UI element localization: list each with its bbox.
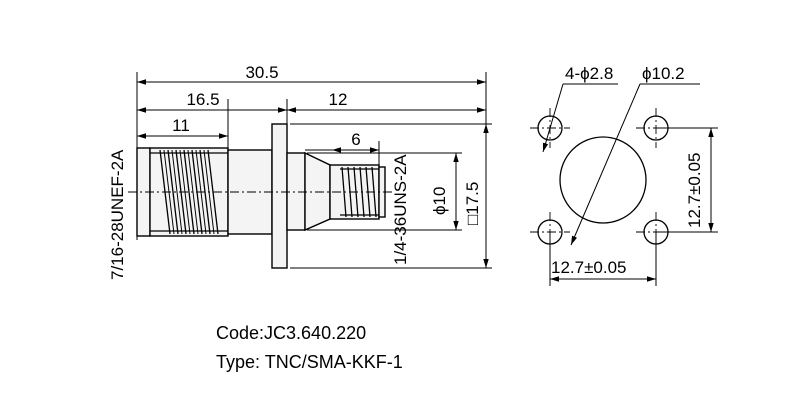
dim-diameter: ϕ10: [430, 187, 449, 215]
square-flange: [271, 123, 288, 269]
dim-overall-length: 30.5: [245, 63, 278, 82]
dim-thread-left: 11: [172, 116, 190, 135]
right-neck: [286, 152, 306, 231]
dim-square: □17.5: [463, 182, 482, 225]
dim-thread-right: 6: [351, 130, 360, 149]
part-code: Code:JC3.640.220: [216, 323, 367, 343]
dim-horizontal-spacing: 12.7±0.05: [551, 258, 627, 277]
front-view: 4-ϕ2.8 ϕ10.2 12.7±0.05 12.7±0.05: [530, 64, 718, 286]
dim-vertical-spacing: 12.7±0.05: [685, 152, 704, 228]
label-thread-left: 7/16-28UNEF-2A: [108, 149, 127, 280]
side-view: 30.5 16.5 12 11 6 7/16-28UNEF-2A 1/4-36U…: [108, 63, 492, 280]
dim-left-length: 16.5: [186, 90, 219, 109]
label-thread-right: 1/4-36UNS-2A: [391, 154, 410, 265]
connector-body: [136, 123, 386, 269]
dim-holes: 4-ϕ2.8: [565, 64, 613, 83]
part-type: Type: TNC/SMA-KKF-1: [216, 352, 403, 372]
front-centerlines: [530, 108, 676, 252]
front-leaders: [542, 83, 718, 286]
center-bore: [559, 136, 647, 224]
right-taper: [304, 151, 331, 232]
dim-right-length: 12: [329, 90, 348, 109]
dim-center-diameter: ϕ10.2: [642, 64, 685, 83]
